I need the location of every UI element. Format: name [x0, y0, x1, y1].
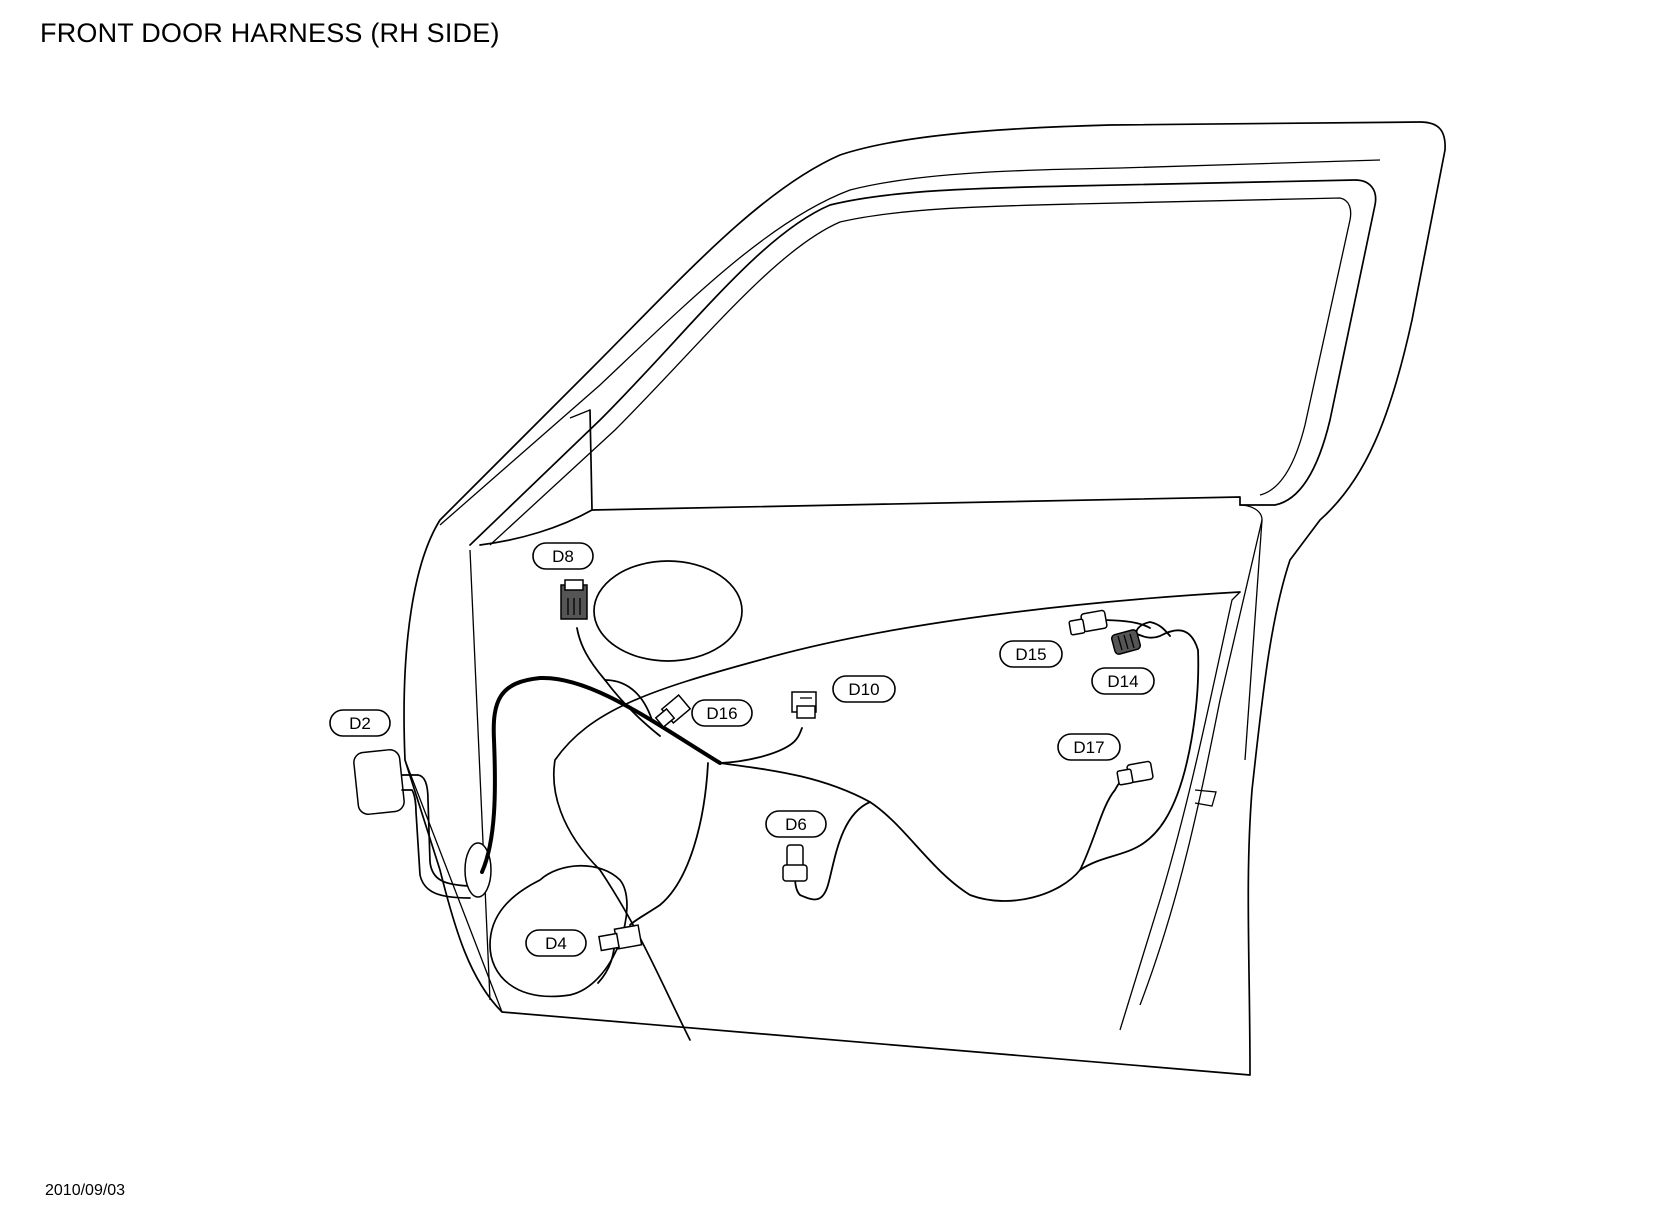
label-d4: D4	[525, 929, 587, 957]
label-d15: D15	[999, 640, 1063, 668]
svg-text:D6: D6	[785, 815, 807, 834]
svg-text:D10: D10	[848, 680, 879, 699]
svg-text:D2: D2	[349, 714, 371, 733]
label-d16: D16	[691, 699, 753, 727]
svg-text:D4: D4	[545, 934, 567, 953]
label-d8: D8	[532, 542, 594, 570]
main-harness	[480, 675, 722, 874]
label-d6: D6	[765, 810, 827, 838]
d17-connector-icon	[1116, 760, 1154, 786]
d8-connector-icon	[560, 579, 588, 620]
svg-text:D15: D15	[1015, 645, 1046, 664]
svg-text:D14: D14	[1107, 672, 1138, 691]
door-grommet	[353, 749, 492, 899]
page-title: FRONT DOOR HARNESS (RH SIDE)	[40, 18, 500, 48]
d15-connector-icon	[1068, 609, 1108, 636]
label-d2: D2	[329, 709, 391, 737]
d16-connector-icon	[654, 693, 692, 729]
speaker-opening	[489, 864, 628, 998]
label-d14: D14	[1091, 667, 1155, 695]
d6-connector-icon	[782, 844, 808, 882]
inner-trim	[469, 504, 1263, 1041]
date-stamp: 2010/09/03	[45, 1182, 126, 1199]
label-d10: D10	[832, 675, 896, 703]
d14-connector-icon	[1111, 629, 1141, 655]
door-outline	[403, 121, 1446, 1076]
svg-text:D8: D8	[552, 547, 574, 566]
svg-text:D16: D16	[706, 704, 737, 723]
label-d17: D17	[1057, 733, 1121, 761]
d4-connector-icon	[598, 924, 643, 952]
d10-connector-icon	[791, 691, 817, 719]
upper-access-hole	[593, 560, 743, 662]
svg-text:D17: D17	[1073, 738, 1104, 757]
window-frame	[469, 179, 1377, 546]
